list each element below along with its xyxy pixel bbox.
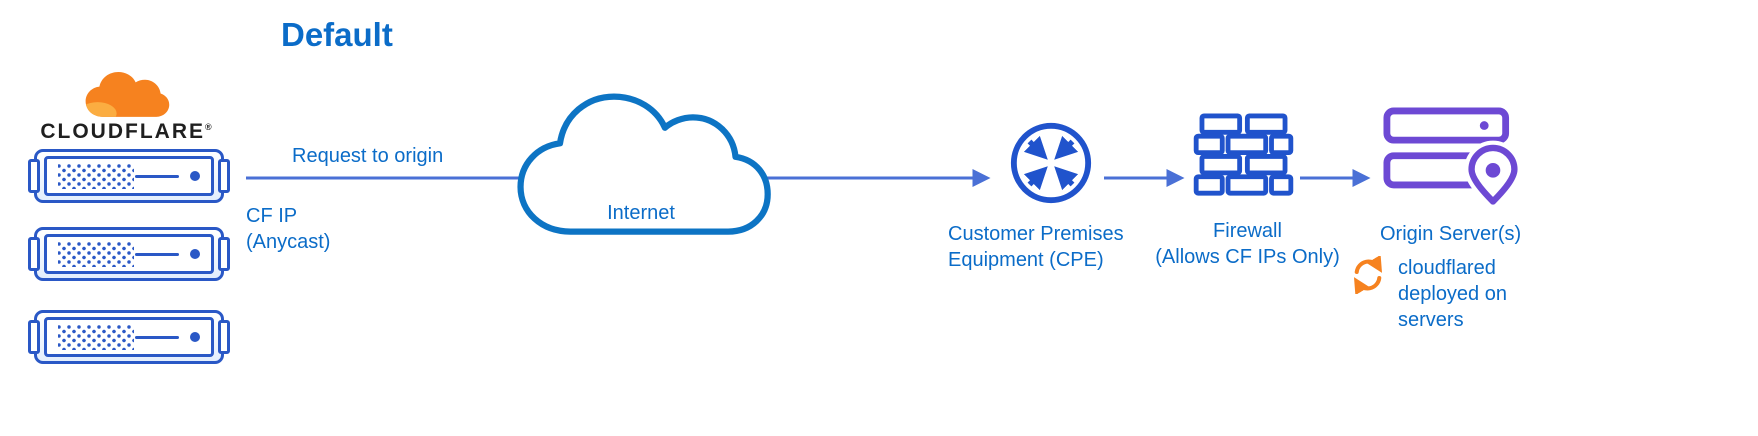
cloudflared-sync-icon — [1353, 254, 1383, 296]
cpe-icon — [1010, 122, 1092, 204]
cf-ip-anycast-label: CF IP (Anycast) — [246, 205, 331, 253]
server-led-icon — [190, 171, 200, 181]
cloudflare-server-2 — [34, 227, 224, 281]
server-led-icon — [190, 332, 200, 342]
diagram-title: Default — [281, 16, 393, 53]
cloudflare-logo: CLOUDFLARE® — [28, 72, 226, 144]
cpe-node — [1007, 119, 1095, 212]
internet-cloud-icon — [517, 93, 771, 235]
server-vents-icon — [58, 324, 134, 350]
cloudflare-server-1 — [34, 149, 224, 203]
firewall-icon — [1193, 113, 1294, 196]
server-slot-icon — [135, 174, 179, 178]
origin-server-icon — [1383, 107, 1522, 212]
cloudflare-cloud-icon — [85, 72, 170, 117]
internet-node: Internet — [506, 84, 776, 242]
server-vents-icon — [58, 241, 134, 267]
cloudflared-label: cloudflared deployed on servers — [1398, 257, 1507, 331]
server-slot-icon — [135, 335, 179, 339]
firewall-node — [1193, 113, 1294, 203]
server-face — [44, 317, 214, 357]
server-led-icon — [190, 249, 200, 259]
cloudflare-server-3 — [34, 310, 224, 364]
server-face — [44, 156, 214, 196]
server-face — [44, 234, 214, 274]
cloudflare-brand-text: CLOUDFLARE® — [28, 120, 226, 144]
cloudflared-node — [1349, 254, 1387, 299]
location-pin-icon — [1464, 140, 1522, 212]
server-slot-icon — [135, 252, 179, 256]
server-vents-icon — [58, 163, 134, 189]
registered-mark: ® — [205, 122, 214, 132]
origin-server-label: Origin Server(s) — [1380, 223, 1522, 245]
cpe-label: Customer Premises Equipment (CPE) — [948, 223, 1124, 271]
cloudflare-brand-label: CLOUDFLARE — [40, 120, 205, 143]
firewall-label: Firewall (Allows CF IPs Only) — [1155, 220, 1340, 268]
origin-server-node — [1383, 105, 1529, 228]
request-to-origin-label: Request to origin — [292, 145, 444, 167]
internet-label: Internet — [607, 202, 675, 224]
